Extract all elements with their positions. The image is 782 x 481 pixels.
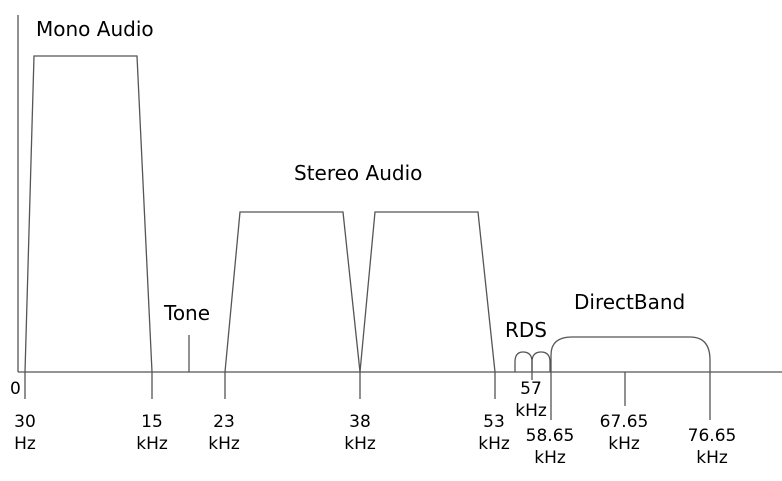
freq-unit: kHz <box>136 434 168 454</box>
stereo-audio-label: Stereo Audio <box>294 161 423 185</box>
mono-audio-label: Mono Audio <box>36 17 154 41</box>
freq-value: 30 <box>14 412 36 432</box>
freq-unit: kHz <box>344 434 376 454</box>
directband-band <box>550 336 711 372</box>
freq-unit: kHz <box>696 448 728 468</box>
freq-label-53khz: 53 kHz <box>473 411 515 455</box>
freq-unit: kHz <box>208 434 240 454</box>
rds-upper-hump <box>531 351 551 372</box>
freq-value: 23 <box>213 412 235 432</box>
origin-label: 0 <box>10 379 21 399</box>
freq-value: 76.65 <box>687 426 737 446</box>
freq-label-38khz: 38 kHz <box>339 411 381 455</box>
freq-value: 15 <box>141 412 163 432</box>
rds-lower-hump <box>514 351 533 372</box>
rds-label: RDS <box>505 318 547 342</box>
freq-label-67-65khz: 67.65 kHz <box>597 411 651 455</box>
tone-label: Tone <box>164 301 211 325</box>
freq-unit: kHz <box>608 434 640 454</box>
freq-value: 57 <box>520 379 542 399</box>
directband-label: DirectBand <box>574 290 686 314</box>
freq-label-15khz: 15 kHz <box>131 411 173 455</box>
freq-value: 67.65 <box>599 412 649 432</box>
freq-label-58-65khz: 58.65 kHz <box>523 425 577 469</box>
freq-unit: Hz <box>14 434 36 454</box>
freq-label-30hz: 30 Hz <box>4 411 46 455</box>
freq-value: 53 <box>483 412 505 432</box>
freq-label-23khz: 23 kHz <box>203 411 245 455</box>
freq-label-57khz: 57 kHz <box>510 378 552 422</box>
stereo-lower-sideband <box>224 211 361 373</box>
freq-unit: kHz <box>515 401 547 421</box>
freq-label-76-65khz: 76.65 kHz <box>685 425 739 469</box>
freq-unit: kHz <box>478 434 510 454</box>
stereo-upper-sideband <box>359 211 496 373</box>
freq-value: 58.65 <box>525 426 575 446</box>
mono-audio-band <box>24 55 153 373</box>
freq-value: 38 <box>349 412 371 432</box>
freq-unit: kHz <box>534 448 566 468</box>
